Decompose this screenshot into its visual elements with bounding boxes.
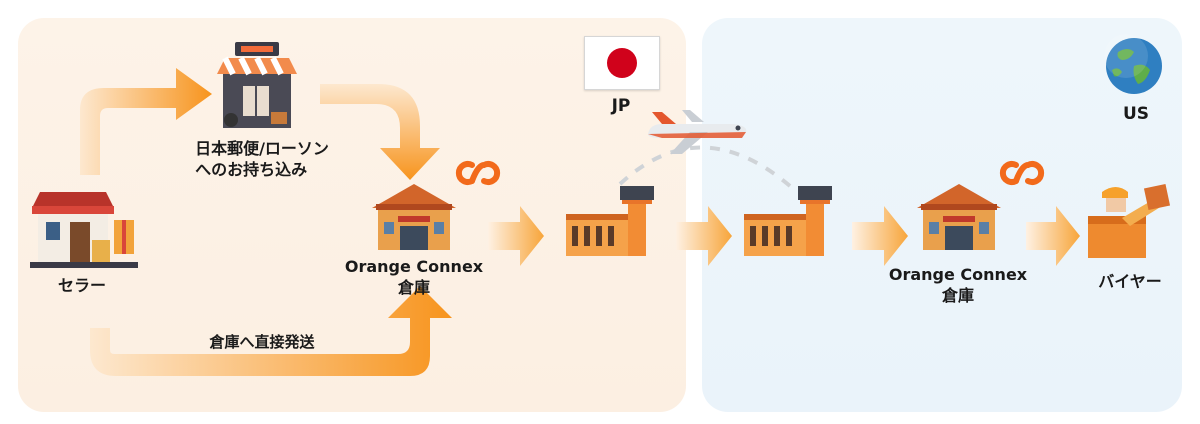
arrow-direct-ship [90, 286, 452, 376]
warehouse-jp-label: Orange Connex 倉庫 [345, 256, 483, 298]
jp-label: JP [611, 96, 631, 116]
seller-shop-icon [30, 192, 138, 268]
warehouse-jp-label-line1: Orange Connex [344, 257, 484, 276]
post-drop-label-line2: へのお持ち込み [195, 160, 308, 179]
arrow-post-to-warehouse [320, 84, 440, 180]
arrow-3 [852, 206, 908, 266]
airport-tower-icon [566, 186, 654, 256]
seller-label: セラー [57, 276, 107, 295]
warehouse-us-label-line1: Orange Connex [888, 265, 1028, 284]
buyer-label: バイヤー [1098, 272, 1162, 291]
warehouse-jp-label-line2: 倉庫 [397, 278, 430, 297]
warehouse-us-label-line2: 倉庫 [941, 286, 974, 305]
arrow-2 [676, 206, 732, 266]
delivery-person-icon [1088, 183, 1171, 258]
direct-ship-label: 倉庫へ直接発送 [209, 333, 315, 351]
airport-tower-icon [744, 186, 832, 256]
post-drop-label: 日本郵便/ローソン へのお持ち込み [195, 138, 329, 180]
orange-connex-logo-icon [999, 161, 1045, 185]
arrow-1 [488, 206, 544, 266]
warehouse-icon [372, 184, 456, 250]
us-label: US [1122, 104, 1150, 124]
warehouse-icon [917, 184, 1001, 250]
orange-connex-logo-icon [455, 161, 501, 185]
japan-flag-icon [584, 36, 660, 90]
flight-path [618, 145, 792, 188]
arrow-4 [1026, 206, 1080, 266]
airplane-icon [648, 110, 747, 154]
globe-icon [1104, 34, 1162, 94]
arrow-seller-to-post [80, 68, 212, 175]
post-drop-label-line1: 日本郵便/ローソン [195, 139, 329, 158]
warehouse-us-label: Orange Connex 倉庫 [889, 264, 1027, 306]
convenience-store-icon [217, 42, 297, 128]
